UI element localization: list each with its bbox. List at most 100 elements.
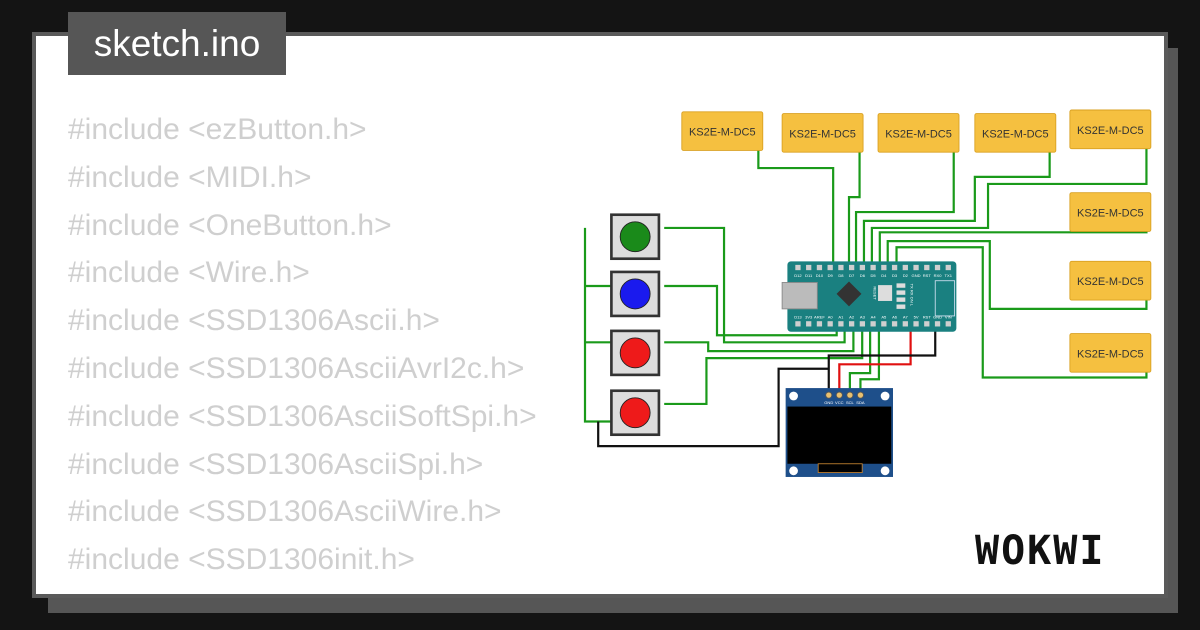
code-line: #include <EEPROM.h> xyxy=(68,584,537,594)
relay-module xyxy=(974,113,1057,153)
oled-pin-label: SCL xyxy=(846,400,855,405)
code-line: #include <ezButton.h> xyxy=(68,113,367,146)
oled-ribbon xyxy=(817,463,863,473)
relay-module xyxy=(1069,333,1152,373)
pin xyxy=(902,321,908,327)
pin xyxy=(924,321,930,327)
relay-label: KS2E-M-DC5 xyxy=(689,127,756,139)
oled-pin-label: SDA xyxy=(856,400,865,405)
pin xyxy=(849,321,855,327)
oled-pin-label: VCC xyxy=(835,400,844,405)
relay-label: KS2E-M-DC5 xyxy=(982,128,1049,140)
pin xyxy=(795,264,801,271)
code-line: #include <SSD1306Ascii.h> xyxy=(68,304,440,338)
pin-label: A7 xyxy=(903,315,909,320)
code-line: #include <SSD1306init.h> xyxy=(68,543,415,577)
pin-label: A0 xyxy=(828,315,834,320)
pin xyxy=(881,264,887,271)
pin xyxy=(806,264,812,271)
relay-label: KS2E-M-DC5 xyxy=(1077,276,1144,288)
pin xyxy=(891,264,898,271)
pin-label: RX0 xyxy=(934,273,943,278)
led xyxy=(896,290,906,295)
button-cap xyxy=(619,337,651,369)
pin-label: D13 xyxy=(794,315,802,320)
led xyxy=(896,304,906,309)
relay-module xyxy=(781,113,864,153)
oled-screen xyxy=(787,406,892,464)
pin-label: D4 xyxy=(881,273,887,278)
relay-label: KS2E-M-DC5 xyxy=(1077,207,1144,219)
led xyxy=(896,297,906,302)
oled-pin xyxy=(846,391,854,399)
pin-label: D11 xyxy=(805,273,813,278)
pin xyxy=(945,264,951,271)
oled-pin-label: GND xyxy=(824,400,833,405)
pin xyxy=(838,264,844,271)
pin-label: D9 xyxy=(828,273,834,278)
microcontroller-chip xyxy=(836,281,862,307)
pin xyxy=(827,264,833,271)
icsp-header xyxy=(934,280,956,317)
wire xyxy=(870,146,1148,268)
pin-label: D5 xyxy=(871,273,877,278)
wire xyxy=(895,246,1148,379)
pin-label: D3 xyxy=(892,273,898,278)
code-line: #include <SSD1306AsciiAvrI2c.h> xyxy=(68,351,525,385)
pin-label: D12 xyxy=(794,273,802,278)
wire xyxy=(664,324,864,406)
wire xyxy=(583,227,612,423)
button-cap xyxy=(619,397,651,429)
oled-pin xyxy=(856,391,864,399)
pin xyxy=(870,264,876,271)
pin-label: TX1 xyxy=(945,273,953,278)
pin xyxy=(859,321,866,327)
pin-label: RST xyxy=(923,315,932,320)
pin-label: 5V xyxy=(914,315,919,320)
pin xyxy=(891,321,898,327)
pin xyxy=(838,321,844,327)
code-line: #include <SSD1306AsciiSoftSpi.h> xyxy=(68,399,537,433)
pin xyxy=(795,321,801,327)
pin-label: A6 xyxy=(892,315,898,320)
pin-label: A5 xyxy=(881,315,887,320)
arduino-nano xyxy=(787,261,957,332)
pin xyxy=(859,264,866,271)
pin xyxy=(934,321,941,327)
relay-module xyxy=(681,111,764,151)
pin xyxy=(881,321,887,327)
led xyxy=(896,283,906,288)
power-wire xyxy=(838,324,912,394)
pin-label: RST xyxy=(923,273,932,278)
reset-button xyxy=(878,285,893,301)
mounting-hole xyxy=(880,466,890,476)
pin xyxy=(913,321,919,327)
mounting-hole xyxy=(880,391,890,401)
ground-wire xyxy=(597,367,829,448)
wire xyxy=(847,148,861,268)
wire xyxy=(757,146,835,268)
pin-label: D10 xyxy=(816,273,824,278)
relay-module xyxy=(1069,192,1152,232)
pin xyxy=(902,264,908,271)
pin xyxy=(924,264,930,271)
pin xyxy=(827,321,833,327)
code-line: #include <Wire.h> xyxy=(68,256,310,290)
sketch-filename: sketch.ino xyxy=(68,12,286,75)
code-line: #include <OneButton.h> xyxy=(68,208,392,242)
relay-label: KS2E-M-DC5 xyxy=(1077,125,1144,137)
relay-label: KS2E-M-DC5 xyxy=(885,128,952,140)
pin xyxy=(945,321,951,327)
wire xyxy=(862,148,1051,268)
pin xyxy=(816,264,823,271)
pin-label: AREF xyxy=(814,315,825,320)
pin-label: D2 xyxy=(903,273,909,278)
wire xyxy=(848,324,872,394)
usb-connector xyxy=(781,282,818,310)
mounting-hole xyxy=(789,466,798,476)
relay-module xyxy=(1069,109,1152,150)
pin-label: A2 xyxy=(849,315,855,320)
pin-label: GND xyxy=(933,315,942,320)
